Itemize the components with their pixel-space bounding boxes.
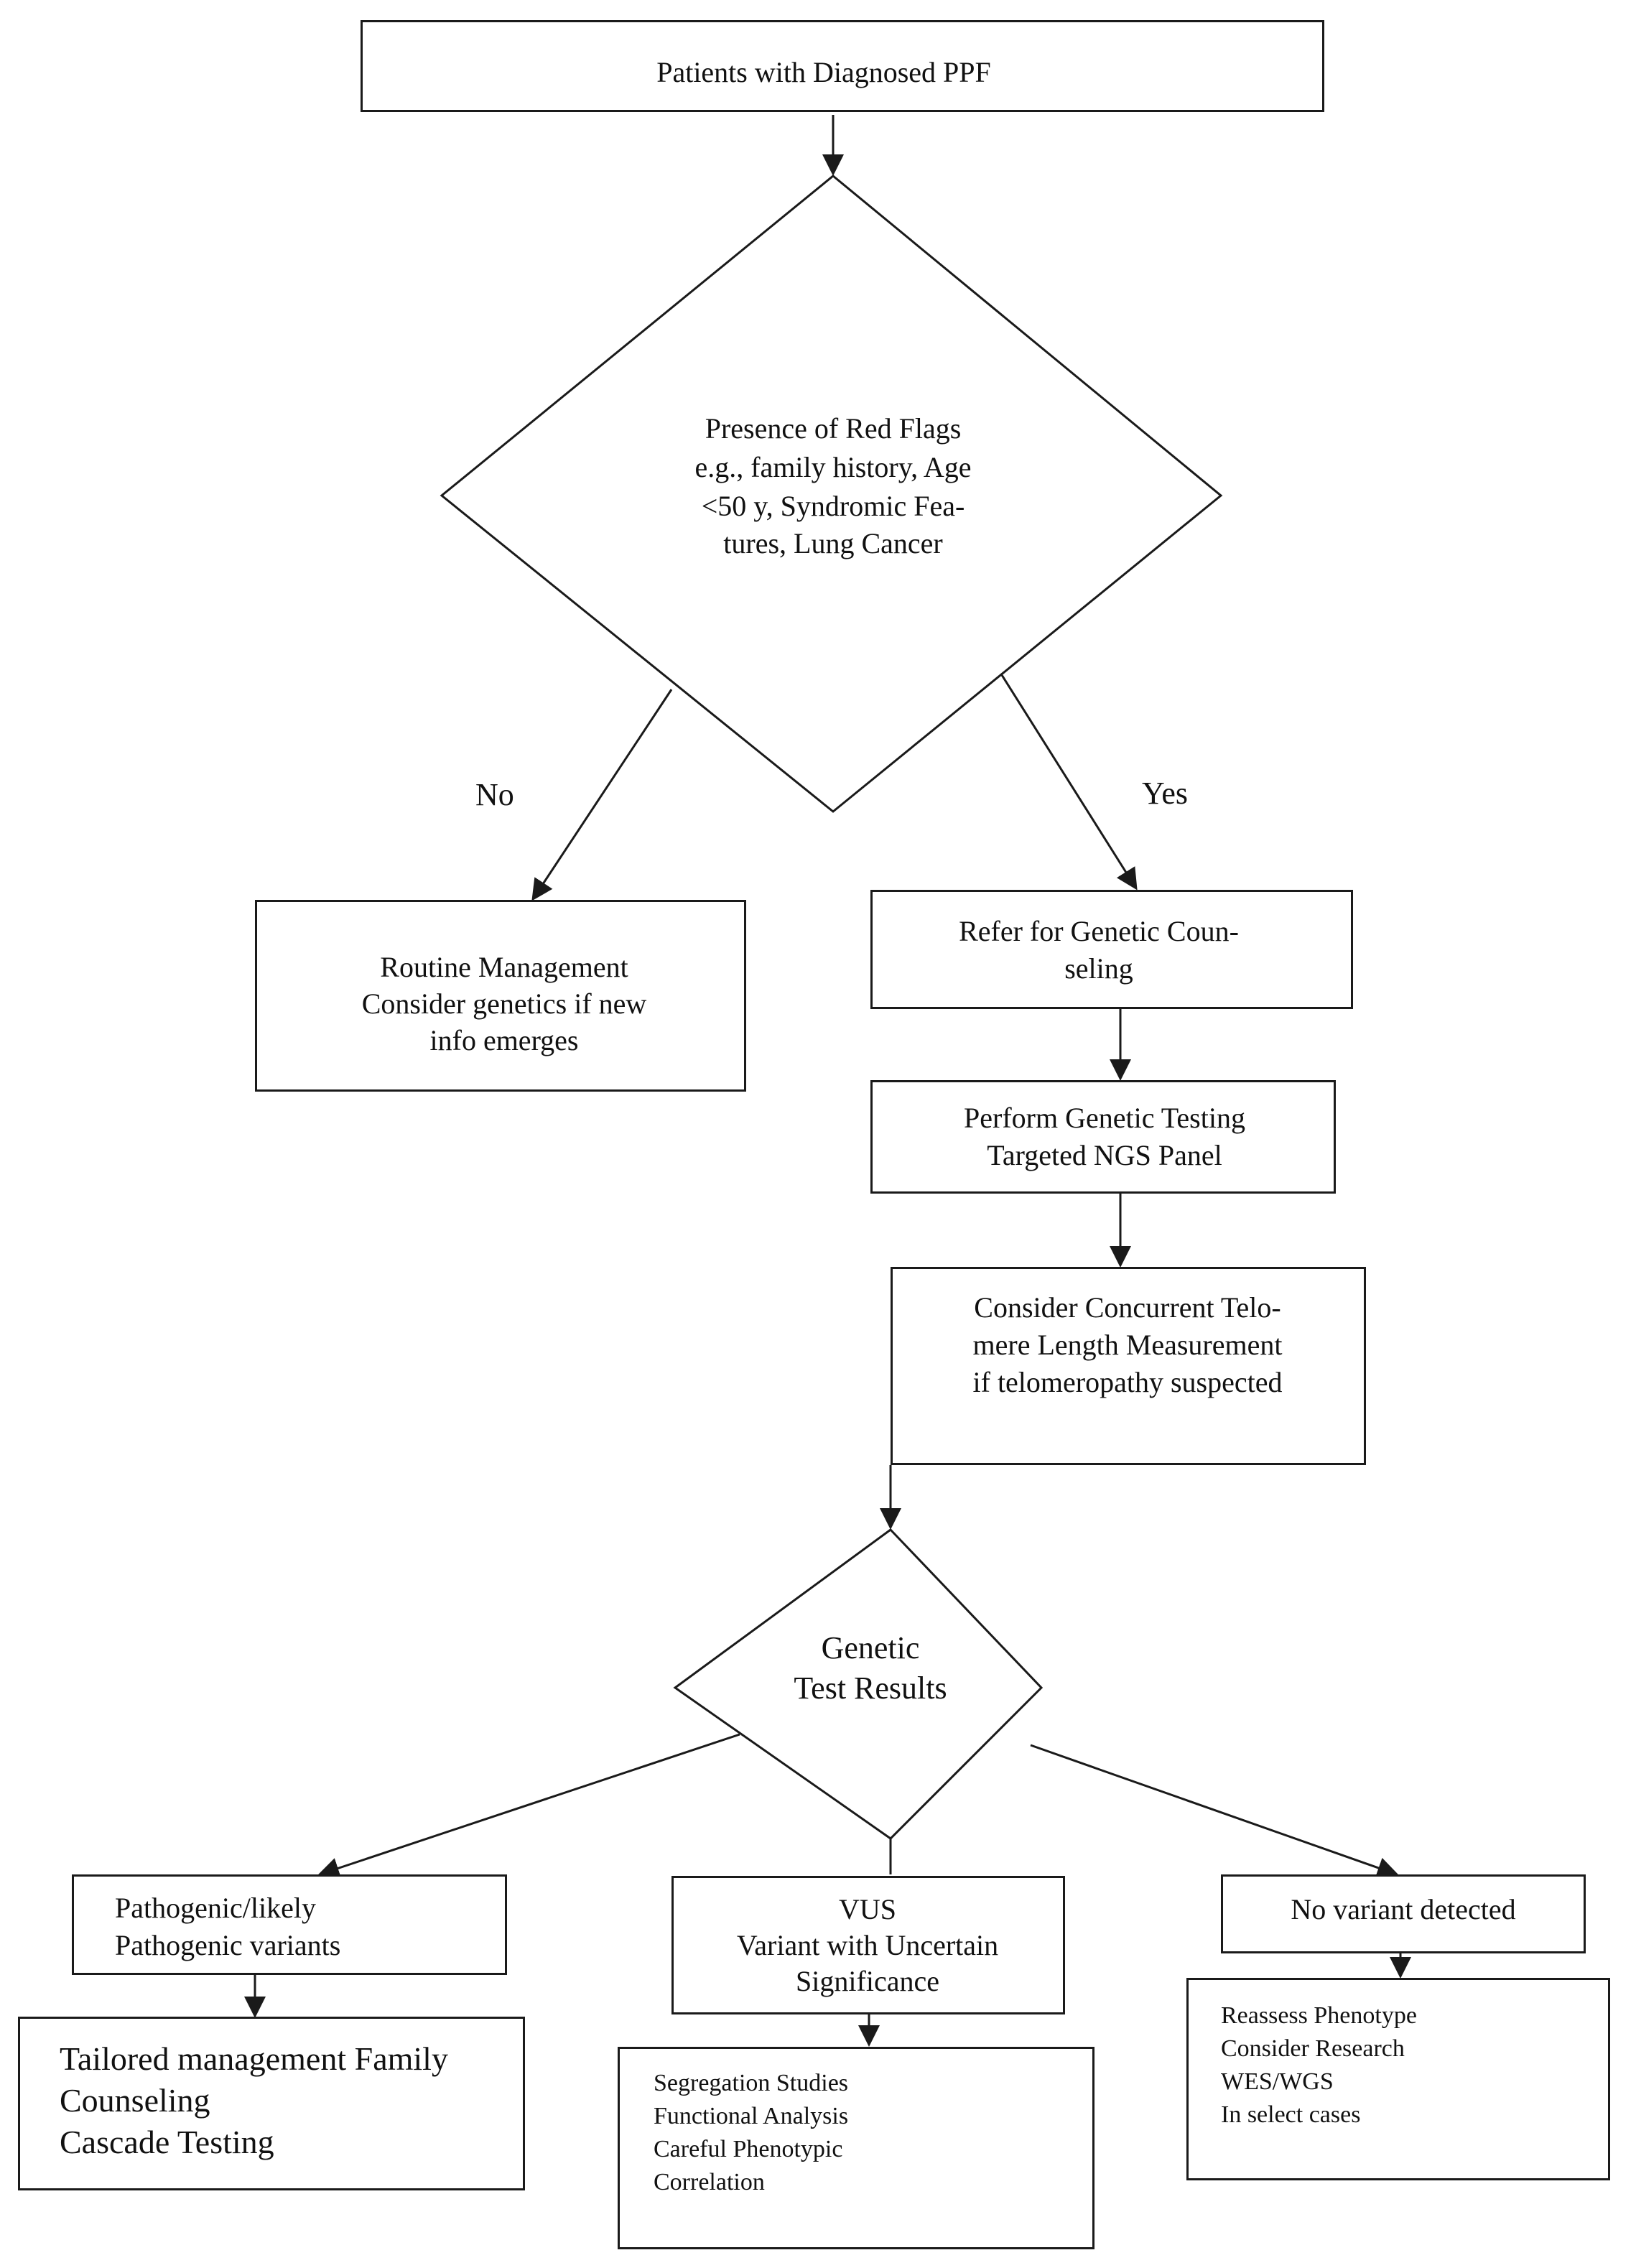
reassess-line-4: In select cases — [1221, 2101, 1361, 2128]
yes-branch-label: Yes — [1142, 776, 1189, 811]
pathogenic-line-1: Pathogenic/likely — [115, 1892, 316, 1924]
arrow-yes-branch — [1000, 674, 1138, 891]
red-flags-decision-diamond — [440, 175, 1223, 813]
reassess-line-2: Consider Research — [1221, 2035, 1405, 2062]
refer-counseling-box — [870, 890, 1353, 1009]
telomere-measurement-box — [891, 1267, 1366, 1465]
testing-line-1: Perform Genetic Testing — [964, 1102, 1245, 1134]
telomere-line-1: Consider Concurrent Telo- — [974, 1291, 1281, 1324]
segregation-line-1: Segregation Studies — [654, 2070, 849, 2096]
no-variant-label: No variant detected — [1291, 1893, 1516, 1925]
vus-line-3: Significance — [796, 1965, 939, 1997]
reassess-phenotype-box — [1186, 1978, 1610, 2180]
routine-management-box — [255, 900, 746, 1092]
segregation-line-2: Functional Analysis — [654, 2103, 849, 2129]
routine-line-2: Consider genetics if new — [361, 987, 647, 1020]
segregation-studies-box — [618, 2047, 1094, 2249]
telomere-line-3: if telomeropathy suspected — [972, 1366, 1283, 1398]
pathogenic-line-2: Pathogenic variants — [115, 1929, 341, 1961]
segregation-line-3: Careful Phenotypic — [654, 2136, 843, 2162]
results-line-2: Test Results — [794, 1670, 947, 1706]
testing-line-2: Targeted NGS Panel — [987, 1139, 1222, 1171]
arrow-results-to-pathogenic — [317, 1733, 740, 1879]
no-branch-label: No — [475, 777, 514, 812]
refer-line-1: Refer for Genetic Coun- — [959, 915, 1239, 947]
tailored-management-box — [18, 2017, 525, 2190]
tailored-line-2: Counseling — [60, 2082, 210, 2119]
start-label: Patients with Diagnosed PPF — [656, 56, 991, 88]
routine-line-3: info emerges — [429, 1024, 579, 1056]
segregation-line-4: Correlation — [654, 2169, 765, 2195]
pathogenic-variants-box — [72, 1874, 507, 1975]
vus-box — [671, 1876, 1065, 2014]
tailored-line-3: Cascade Testing — [60, 2124, 274, 2160]
start-box — [361, 20, 1324, 112]
red-flags-line-4: tures, Lung Cancer — [723, 527, 943, 559]
refer-line-2: seling — [1064, 952, 1133, 985]
routine-line-1: Routine Management — [380, 951, 628, 983]
red-flags-line-1: Presence of Red Flags — [705, 412, 962, 445]
results-line-1: Genetic — [821, 1630, 920, 1665]
telomere-line-2: mere Length Measurement — [972, 1329, 1283, 1361]
arrow-results-to-no-variant — [1030, 1744, 1399, 1879]
no-variant-box — [1221, 1874, 1586, 1953]
genetic-testing-box — [870, 1080, 1336, 1194]
reassess-line-1: Reassess Phenotype — [1221, 2002, 1417, 2029]
vus-line-2: Variant with Uncertain — [736, 1929, 999, 1961]
tailored-line-1: Tailored management Family — [60, 2040, 448, 2077]
red-flags-line-3: <50 y, Syndromic Fea- — [701, 490, 965, 522]
vus-line-1: VUS — [838, 1893, 897, 1925]
reassess-line-3: WES/WGS — [1221, 2068, 1334, 2095]
arrow-no-branch — [531, 689, 673, 901]
red-flags-line-2: e.g., family history, Age — [694, 451, 972, 483]
